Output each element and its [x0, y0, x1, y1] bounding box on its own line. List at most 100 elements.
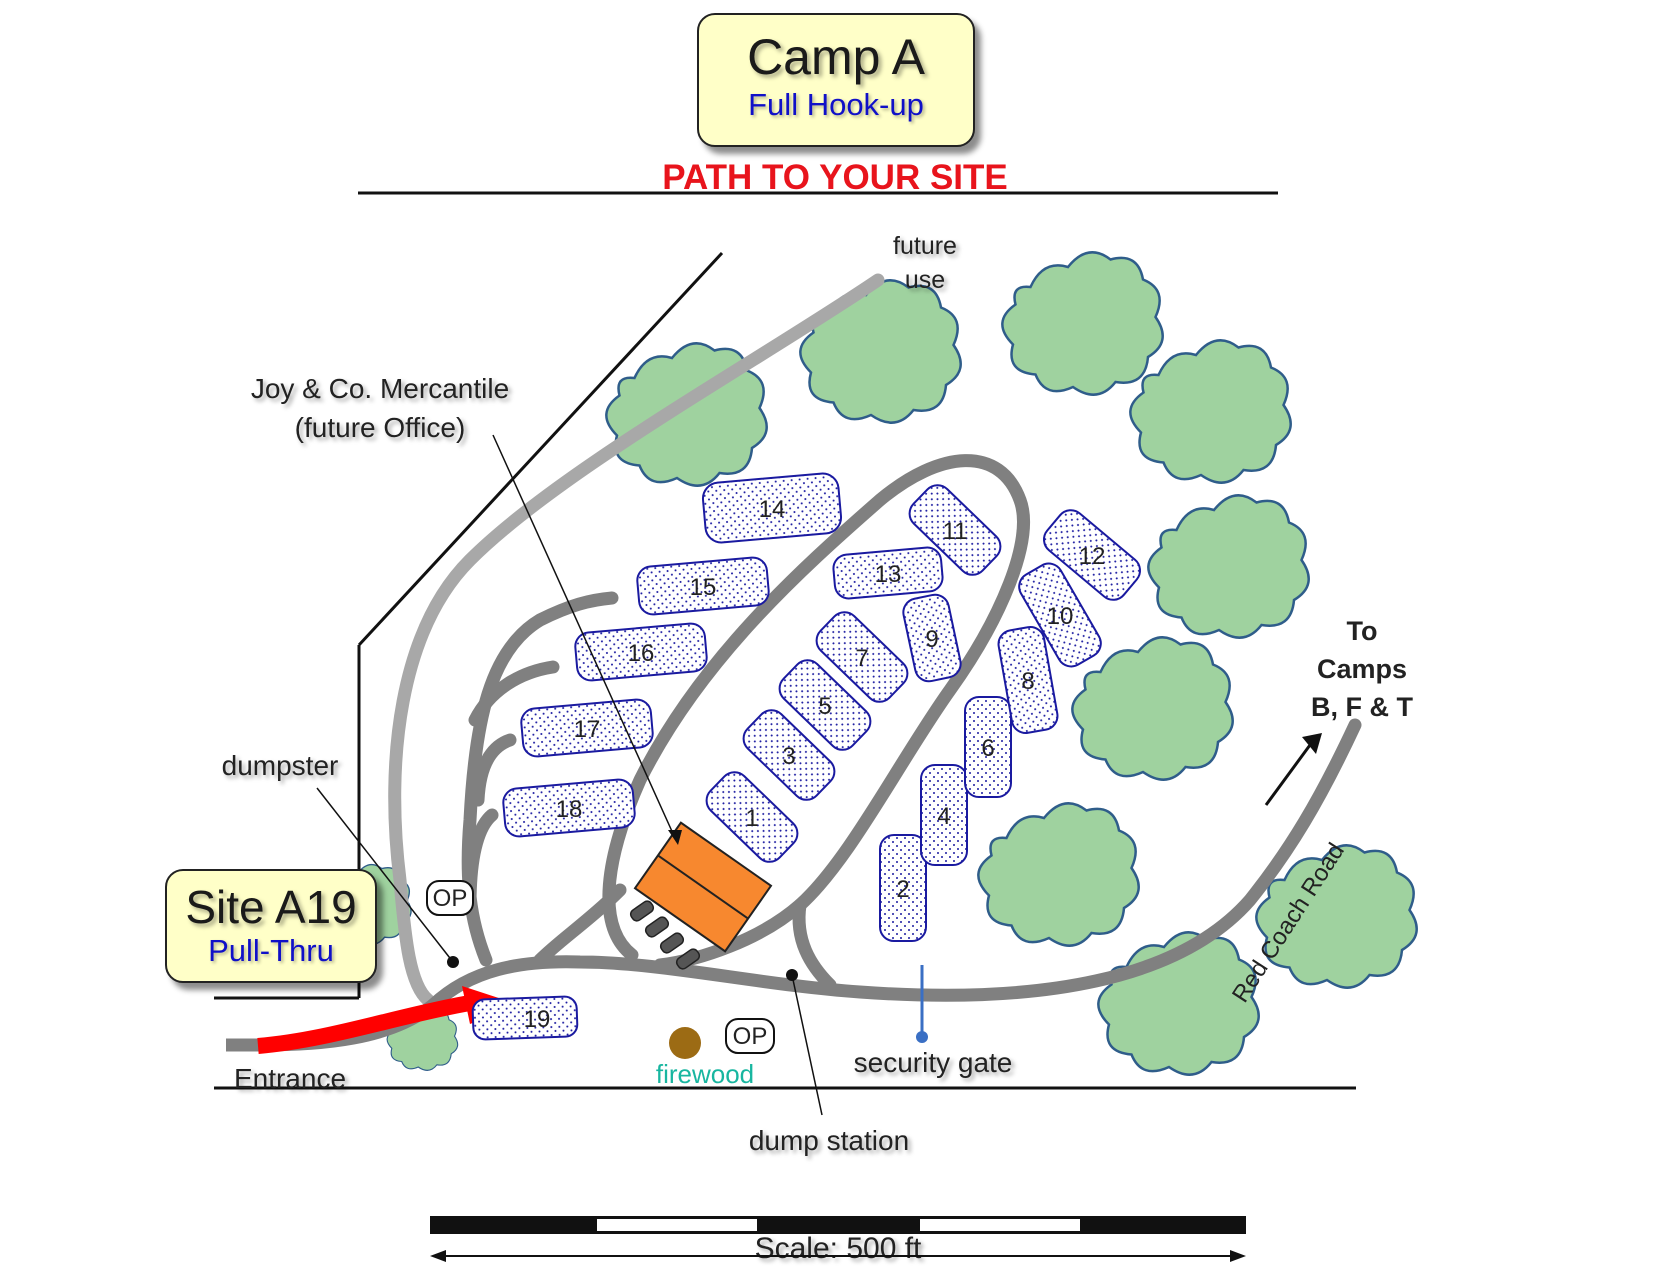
central-loop-road [602, 454, 1030, 972]
car-icon [659, 932, 685, 954]
site-2[interactable]: 2 [879, 834, 927, 942]
site-15-label: 15 [690, 574, 717, 601]
mercantile-pointer [492, 434, 676, 839]
security-gate-label: security gate [854, 1047, 1013, 1078]
op-badge-2-label: OP [733, 1023, 768, 1050]
future-use-road [388, 273, 885, 1007]
op-badge-2: OP [725, 1018, 775, 1054]
site-18-label: 18 [556, 796, 583, 823]
site-13[interactable]: 13 [832, 546, 944, 600]
site-17-label: 17 [574, 716, 601, 743]
site-14-label: 14 [759, 496, 786, 523]
site-13-label: 13 [875, 561, 902, 588]
site-19[interactable]: 19 [471, 995, 579, 1041]
site-subtitle: Pull-Thru [208, 933, 334, 968]
scale-arrow-left [430, 1250, 446, 1262]
mercantile-label-line2: (future Office) [295, 412, 466, 443]
camp-title-box: Camp A Full Hook-up [697, 13, 975, 147]
tree [977, 802, 1140, 947]
scale-arrow-right [1230, 1250, 1246, 1262]
entrance-label: Entrance [234, 1063, 346, 1094]
site-5-label: 5 [818, 693, 831, 720]
property-boundary [214, 191, 1356, 1090]
site-1-label: 1 [745, 805, 758, 832]
site-4[interactable]: 4 [920, 764, 968, 866]
site-3-label: 3 [782, 743, 795, 770]
car-icon [629, 900, 655, 922]
site-16-label: 16 [628, 640, 655, 667]
spur-road-17 [468, 660, 560, 727]
site-12[interactable]: 12 [1038, 504, 1145, 605]
site-9[interactable]: 9 [901, 592, 963, 684]
car-icon [675, 948, 701, 970]
parked-cars [629, 900, 701, 970]
car-icon [644, 916, 670, 938]
mercantile-label-line1: Joy & Co. Mercantile [251, 373, 509, 404]
site-17[interactable]: 17 [520, 698, 654, 758]
tree [1147, 494, 1310, 639]
site-10[interactable]: 10 [1014, 558, 1106, 671]
path-arrow-shaft [257, 995, 472, 1054]
site-11[interactable]: 11 [904, 479, 1006, 580]
camp-title: Camp A [747, 29, 925, 85]
site-19-label: 19 [524, 1006, 551, 1033]
site-7[interactable]: 7 [811, 606, 913, 707]
dump-station-label: dump station [749, 1125, 909, 1156]
site-7-label: 7 [855, 645, 868, 672]
dump-station-marker [786, 969, 798, 981]
firewood-marker [669, 1027, 701, 1059]
scale-bar-segment [920, 1219, 1080, 1231]
loop-exit-road [792, 898, 837, 992]
campsites: 1 2 3 4 5 6 7 8 9 10 11 12 13 14 15 16 1… [471, 472, 1145, 1041]
site-1[interactable]: 1 [701, 766, 803, 867]
dumpster-marker [447, 956, 459, 968]
future-use-label-line1: future [893, 232, 957, 260]
path-title: PATH TO YOUR SITE [662, 158, 1008, 197]
tree [799, 279, 962, 424]
site-3[interactable]: 3 [738, 704, 840, 805]
firewood-label: firewood [656, 1059, 754, 1089]
op-badge-1-label: OP [433, 885, 468, 912]
site-8-label: 8 [1021, 668, 1034, 695]
scale-bar [430, 1216, 1246, 1262]
site-6-label: 6 [981, 735, 994, 762]
site-12-label: 12 [1079, 543, 1106, 570]
to-camps-label-line1: To [1347, 616, 1378, 646]
tree [1071, 636, 1234, 781]
site-11-label: 11 [943, 518, 968, 545]
site-14[interactable]: 14 [701, 472, 843, 544]
site-15[interactable]: 15 [636, 556, 770, 616]
tree [1001, 251, 1164, 396]
site-5[interactable]: 5 [774, 654, 876, 755]
op-badge-1: OP [426, 880, 474, 916]
site-6[interactable]: 6 [964, 696, 1012, 798]
mercantile-pointer-head [668, 830, 682, 845]
to-camps-arrow [1264, 733, 1322, 806]
scale-label: Scale: 500 ft [755, 1232, 922, 1265]
site-9-label: 9 [925, 626, 938, 653]
site-18[interactable]: 18 [502, 778, 636, 838]
dumpster-label: dumpster [222, 750, 339, 781]
mercantile-building[interactable] [633, 821, 773, 953]
camp-subtitle: Full Hook-up [748, 87, 924, 122]
roads [226, 454, 1362, 1052]
security-gate-marker [916, 1031, 928, 1043]
pointer-lines [316, 434, 823, 1116]
site-4-label: 4 [937, 803, 950, 830]
to-camps-label-line3: B, F & T [1311, 692, 1413, 722]
check-in-label: check in [591, 976, 673, 1007]
scale-bar-segment [597, 1219, 757, 1231]
tree [1129, 339, 1292, 484]
to-camps-label-line2: Camps [1317, 654, 1407, 684]
site-16[interactable]: 16 [574, 622, 708, 682]
dumpster-pointer [316, 787, 454, 963]
spur-road-18 [471, 733, 517, 807]
site-title: Site A19 [185, 881, 357, 933]
dump-station-pointer [791, 974, 823, 1116]
boundary-line-nw [357, 251, 724, 647]
site-10-label: 10 [1047, 603, 1074, 630]
site-2-label: 2 [896, 876, 909, 903]
main-road [426, 718, 1362, 1012]
site-8[interactable]: 8 [996, 625, 1059, 735]
